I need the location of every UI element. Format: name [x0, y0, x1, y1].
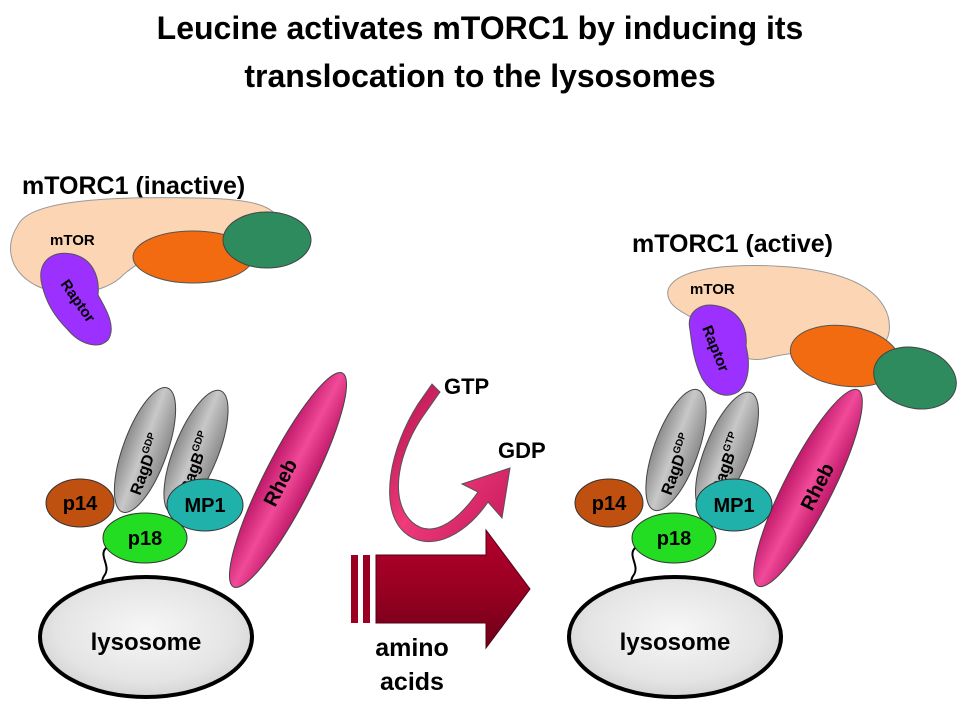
gtp-to-gdp-arrow: [389, 383, 511, 542]
p14-label-left: p14: [63, 493, 98, 515]
raptor-shape-left: [40, 252, 112, 346]
lysosome-right: [567, 575, 783, 699]
amino-acids-label-line2: acids: [380, 668, 444, 696]
green-subunit-left: [222, 211, 312, 269]
mp1-label-left: MP1: [184, 495, 225, 517]
left-panel: mTORC1 (inactive) mTOR Raptor Rheb RagDG…: [10, 172, 348, 699]
p18-shape-right: [631, 512, 717, 564]
page-title: Leucine activates mTORC1 by inducing its…: [0, 4, 960, 100]
mtorc1-inactive-label: mTORC1 (inactive): [22, 172, 245, 200]
ragd-shape-right: [645, 388, 707, 512]
aa-stripe-1: [351, 555, 358, 623]
gdp-label: GDP: [498, 438, 546, 463]
green-subunit-right: [873, 346, 957, 410]
p18-label-right: p18: [657, 528, 691, 550]
p18-label-left: p18: [128, 528, 162, 550]
mp1-shape-left: [166, 478, 244, 532]
lysosome-left: [38, 575, 254, 699]
lysosome-label-left: lysosome: [91, 629, 202, 656]
amino-acids-arrow: [375, 528, 531, 650]
mtor-label-right: mTOR: [690, 281, 735, 298]
p14-shape-left: [45, 478, 115, 528]
title-line-2: translocation to the lysosomes: [244, 58, 716, 94]
p18-shape-left: [102, 512, 188, 564]
title-line-1: Leucine activates mTORC1 by inducing its: [156, 10, 804, 46]
p14-label-right: p14: [592, 493, 627, 515]
mtorc1-active-label: mTORC1 (active): [632, 230, 833, 258]
p14-shape-right: [574, 478, 644, 528]
mp1-shape-right: [695, 478, 773, 532]
mtor-label-left: mTOR: [50, 232, 95, 249]
amino-acids-label-line1: amino: [375, 634, 449, 662]
aa-stripe-2: [363, 555, 370, 623]
gtp-label: GTP: [444, 374, 489, 399]
right-panel: mTORC1 (active) Rheb mTOR Raptor RagDGDP…: [567, 230, 957, 699]
ragd-shape-left: [113, 387, 177, 513]
rheb-shape-right: [753, 388, 863, 588]
raptor-shape-right: [688, 304, 749, 396]
lysosome-label-right: lysosome: [620, 629, 731, 656]
center-panel: GTP GDP amino acids: [351, 374, 546, 696]
mp1-label-right: MP1: [713, 495, 754, 517]
rheb-shape-left: [228, 372, 348, 588]
